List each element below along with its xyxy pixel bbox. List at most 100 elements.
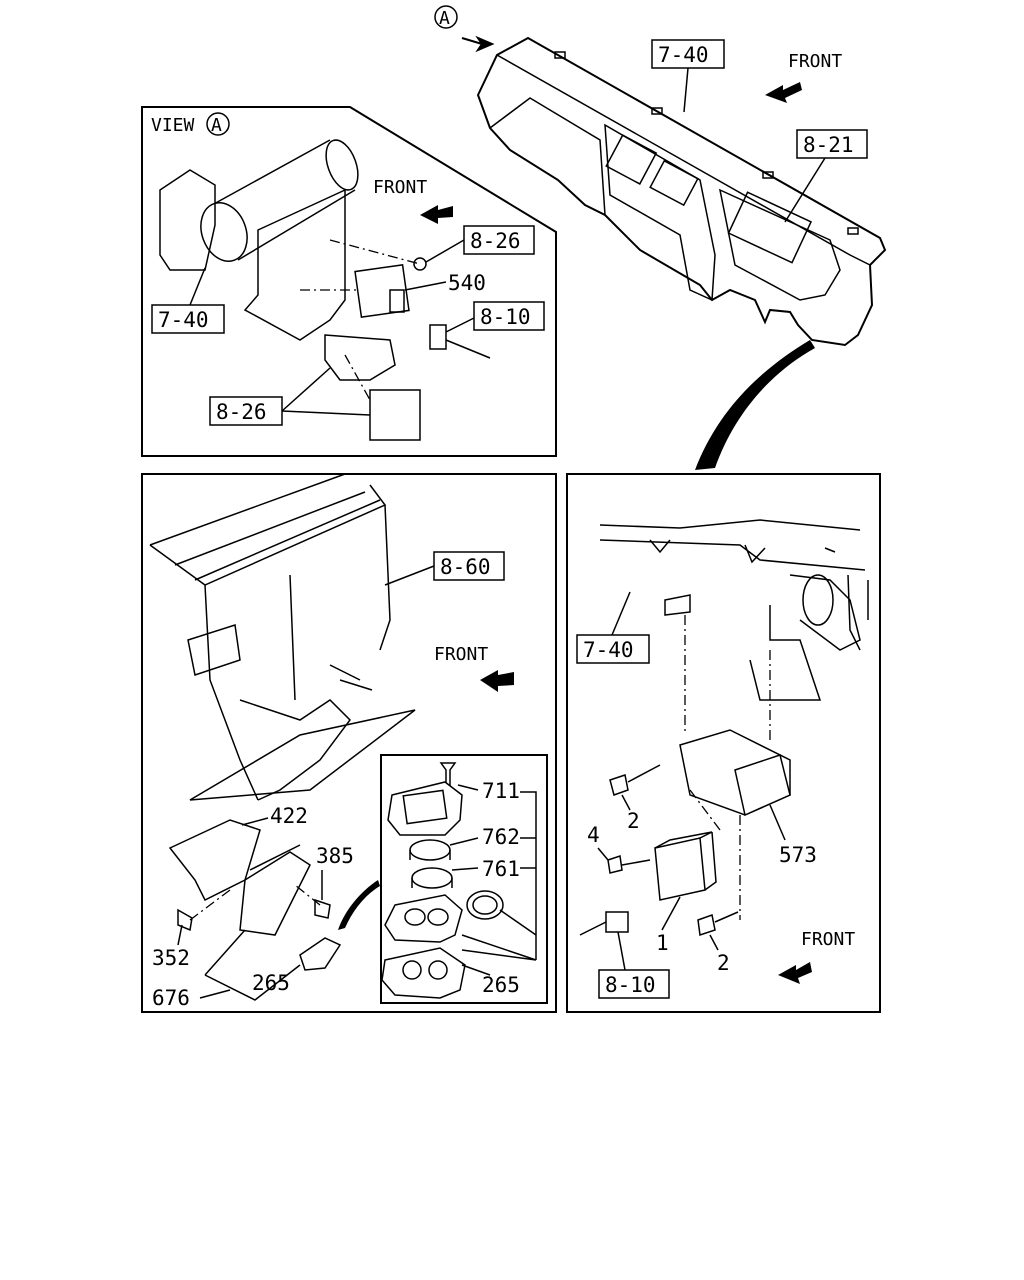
dash-panel-ref-box-relay	[576, 634, 650, 664]
heater-unit-pipes	[289, 574, 373, 701]
duct-end	[200, 202, 248, 262]
heater-unit-panel: 8-60 FRONT 422 385 352 676 265	[141, 473, 557, 1013]
part-2-leader-lower	[709, 934, 719, 951]
view-a-marker-circle	[434, 5, 458, 29]
part-676-leader	[199, 929, 301, 1001]
fob-case-window	[402, 789, 448, 825]
relay-harness-leader-bottom	[281, 367, 371, 416]
heater-unit-side	[187, 624, 241, 676]
part-265-label-left: 265	[252, 971, 290, 995]
relay-1-wire	[579, 921, 607, 936]
meter-leader	[784, 157, 826, 223]
holder-761	[411, 867, 453, 889]
front-arrow-top	[765, 82, 802, 103]
dash-tab	[762, 171, 774, 179]
part-4-leader	[597, 847, 609, 861]
duct-end-far	[325, 139, 359, 191]
left-bracket	[159, 169, 216, 271]
inset-leaders	[449, 784, 537, 961]
heater-unit-body	[204, 504, 391, 801]
fob-inset-frame	[380, 754, 548, 1004]
main-harness-ref-box-top	[473, 301, 545, 331]
dash-panel-ref-label-view-a: 7-40	[158, 308, 209, 332]
view-a-title-ref: A	[211, 115, 222, 136]
meter-cluster	[718, 188, 841, 301]
fob-base-key	[428, 960, 448, 980]
main-harness-leader-top	[445, 317, 475, 333]
bolt-352	[177, 908, 193, 932]
relay-plate	[243, 188, 346, 341]
center-console	[604, 123, 716, 302]
key-fob	[299, 937, 342, 971]
relay-1-connector	[605, 911, 629, 933]
dash-lines-relay-panel	[684, 615, 771, 920]
mount-bracket-arm	[749, 605, 822, 701]
battery-762	[409, 839, 451, 861]
fob-base-key	[402, 960, 422, 980]
rubber-ring-inner	[472, 895, 498, 915]
duct-right	[789, 574, 861, 651]
heater-unit-ref-box	[433, 551, 505, 581]
bolt-2-lower-shank	[714, 911, 739, 923]
dashboard-front-edge	[489, 97, 606, 216]
dash-panel-ref-label: 7-40	[658, 43, 709, 67]
main-harness-ref-box-relay	[598, 969, 670, 999]
detail-pointer-arrow	[695, 340, 815, 470]
harness-connector	[429, 324, 447, 350]
relay-panel-frame	[566, 473, 881, 1013]
heater-mount-plane	[189, 709, 416, 801]
dashboard-outline	[476, 36, 887, 347]
inset-bracket	[520, 791, 537, 960]
dash-panel-leader	[683, 67, 689, 113]
part-422-leader	[241, 817, 269, 826]
bolt-4-shank	[621, 859, 651, 866]
part-573-label: 573	[779, 843, 817, 867]
front-label-view-a: FRONT	[373, 177, 427, 198]
meter-ref-label: 8-21	[803, 133, 854, 157]
dash-panel-ref-label-relay: 7-40	[583, 638, 634, 662]
part-711-label: 711	[482, 779, 520, 803]
meter-display	[727, 191, 813, 264]
dashboard-assembly: A 7-40 FRONT 8-21	[434, 5, 887, 470]
mount-bracket	[664, 594, 691, 616]
part-385-label: 385	[316, 844, 354, 868]
rubber-ring	[466, 890, 504, 920]
dash-lines-module	[189, 884, 321, 921]
dash-tab	[847, 227, 859, 235]
part-540-leader	[404, 281, 447, 291]
relay-plate-lower	[324, 334, 396, 381]
view-a-panel: VIEW A FRONT 8-26 540 8-10	[141, 106, 557, 457]
bolt-2-upper-shank	[627, 764, 661, 783]
fob-base	[381, 947, 466, 999]
part-265-leader-right	[461, 964, 491, 976]
heater-unit-lower	[239, 699, 351, 801]
part-352-label: 352	[152, 946, 190, 970]
view-a-marker-label: A	[439, 8, 450, 29]
button-pad	[384, 894, 463, 943]
view-a-title: VIEW	[151, 115, 195, 136]
relay-540-connector	[389, 289, 405, 313]
ac-slot	[649, 159, 699, 207]
button-pad-key	[427, 908, 449, 926]
relay-573	[734, 754, 791, 817]
meter-ref-box	[796, 129, 868, 159]
main-harness-ref-label-top: 8-10	[480, 305, 531, 329]
relay-540-body	[354, 264, 410, 318]
nut	[413, 257, 427, 271]
heater-panel-frame	[141, 473, 557, 1013]
relay-lower-body	[369, 389, 421, 441]
part-1-label: 1	[656, 931, 669, 955]
radio-slot	[605, 134, 658, 185]
dash-tab	[651, 107, 663, 115]
relay-1	[654, 837, 706, 901]
heater-unit-leader	[384, 565, 435, 586]
view-a-frame	[141, 106, 557, 457]
part-265-label-right: 265	[482, 973, 520, 997]
part-761-label: 761	[482, 857, 520, 881]
front-arrow-heater	[480, 670, 514, 692]
dash-panel-ref-box-view-a	[151, 304, 225, 334]
harness-wire	[445, 339, 491, 359]
holder-761-side	[411, 878, 453, 888]
cross-member	[599, 519, 866, 571]
